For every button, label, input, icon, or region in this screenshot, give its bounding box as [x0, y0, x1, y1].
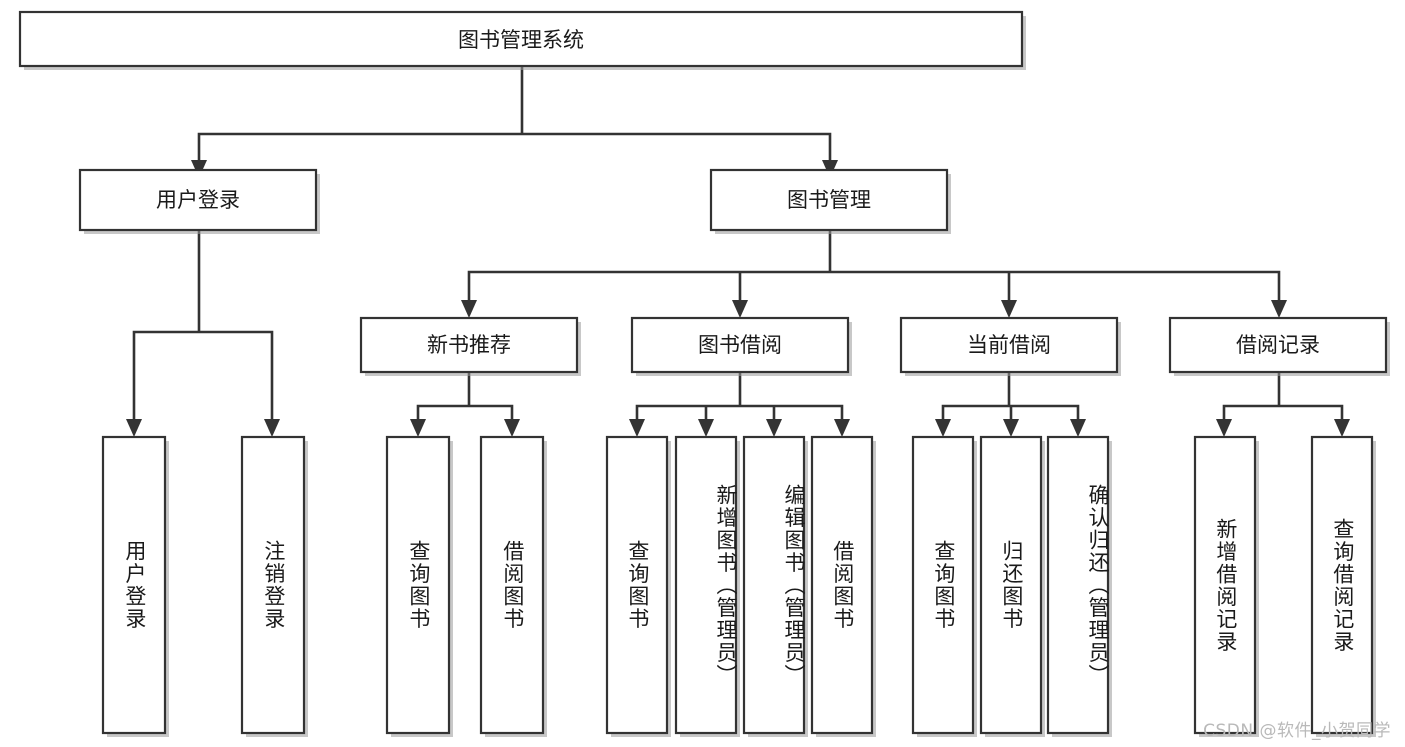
connector-book-borrow-bus — [635, 371, 844, 423]
arrow-to-leaf-add-book — [698, 419, 714, 437]
node-book-manage-label: 图书管理 — [787, 188, 871, 212]
arrow-to-leaf-add-record — [1216, 419, 1232, 437]
arrow-to-leaf-query-book-1 — [410, 419, 426, 437]
node-leaf-borrow-book-2-box[interactable] — [810, 435, 874, 735]
arrow-to-leaf-user-logout — [264, 419, 280, 437]
arrow-to-leaf-borrow-book-2 — [834, 419, 850, 437]
connector-user-login-bus — [132, 230, 274, 423]
node-leaf-query-record-box[interactable] — [1310, 435, 1374, 735]
node-current-borrow-box[interactable] — [899, 316, 1119, 374]
node-book-borrow-box[interactable] — [630, 316, 850, 374]
node-leaf-edit-book-box[interactable] — [742, 435, 806, 735]
arrow-to-leaf-query-book-2 — [629, 419, 645, 437]
arrow-to-leaf-query-record — [1334, 419, 1350, 437]
connector-book-manage-bus — [467, 230, 1281, 304]
arrow-to-leaf-user-login — [126, 419, 142, 437]
node-leaf-borrow-book-1-box[interactable] — [479, 435, 545, 735]
node-leaf-query-book-3-box[interactable] — [911, 435, 975, 735]
arrow-to-new-book-recommend — [461, 300, 477, 318]
node-borrow-record-box[interactable] — [1168, 316, 1388, 374]
node-root-box[interactable] — [18, 10, 1024, 68]
connector-layer — [126, 66, 1350, 437]
node-new-book-recommend-label: 新书推荐 — [427, 333, 511, 357]
node-user-login-label: 用户登录 — [156, 188, 240, 212]
node-leaf-user-login-box[interactable] — [101, 435, 167, 735]
node-borrow-record-label: 借阅记录 — [1236, 333, 1320, 357]
arrow-to-leaf-confirm-return — [1070, 419, 1086, 437]
arrow-to-borrow-record — [1271, 300, 1287, 318]
arrow-to-leaf-borrow-book-1 — [504, 419, 520, 437]
connector-borrow-record-bus — [1222, 371, 1344, 423]
node-book-borrow-label: 图书借阅 — [698, 333, 782, 357]
node-leaf-add-record-box[interactable] — [1193, 435, 1257, 735]
connector-new-book-recommend-bus — [416, 371, 514, 423]
connector-root-bus — [197, 66, 832, 164]
node-layer: 图书管理系统 用户登录 图书管理 新书推荐 图书借阅 当前借阅 借阅记录 — [18, 10, 1390, 737]
node-new-book-recommend-box[interactable] — [359, 316, 579, 374]
node-leaf-query-book-2-box[interactable] — [605, 435, 669, 735]
arrow-to-leaf-query-book-3 — [935, 419, 951, 437]
node-leaf-return-book-box[interactable] — [979, 435, 1043, 735]
node-leaf-confirm-return-box[interactable] — [1046, 435, 1110, 735]
node-root-label: 图书管理系统 — [458, 28, 584, 52]
node-book-manage-box[interactable] — [709, 168, 949, 232]
arrow-to-book-borrow — [732, 300, 748, 318]
node-user-login-box[interactable] — [78, 168, 318, 232]
watermark-text: CSDN @软件_小贺同学 — [1203, 721, 1391, 741]
arrow-to-leaf-return-book — [1003, 419, 1019, 437]
node-leaf-add-book-box[interactable] — [674, 435, 738, 735]
node-leaf-user-logout-box[interactable] — [240, 435, 306, 735]
arrow-to-leaf-edit-book — [766, 419, 782, 437]
node-leaf-query-book-1-box[interactable] — [385, 435, 451, 735]
arrow-to-current-borrow — [1001, 300, 1017, 318]
node-current-borrow-label: 当前借阅 — [967, 333, 1051, 357]
connector-current-borrow-bus — [941, 371, 1080, 423]
